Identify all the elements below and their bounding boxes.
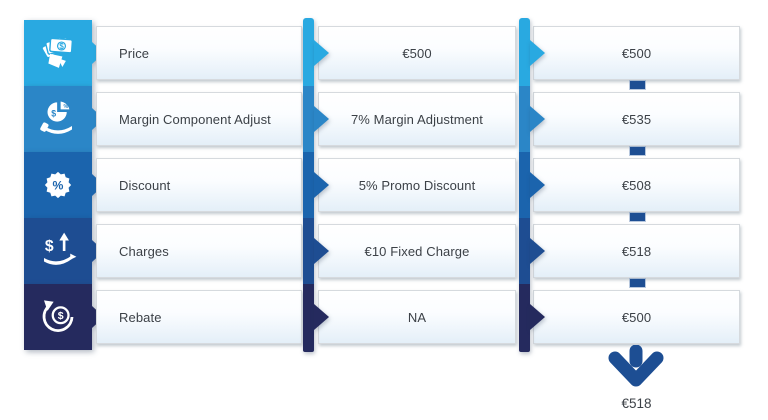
flow-bar-segment (519, 18, 530, 86)
row-label-strip: Charges (96, 224, 302, 278)
row-value-strip: €500 (533, 26, 740, 80)
flow-chevron-icon (530, 106, 545, 132)
flow-bar-segment (303, 18, 314, 86)
row-value: €500 (621, 309, 652, 325)
svg-text:%: % (53, 178, 64, 192)
row-label-strip: Price (96, 26, 302, 80)
pricing-row: $ Rebate NA €500 (0, 284, 768, 350)
flow-chevron-icon (530, 238, 545, 264)
row-icon-tile: $ (24, 20, 104, 86)
flow-chevron-icon (314, 40, 329, 66)
row-detail: €500 (402, 45, 432, 61)
row-detail-strip: NA (318, 290, 516, 344)
pricing-row: % Discount 5% Promo Discount €508 (0, 152, 768, 218)
row-value: €500 (621, 45, 652, 61)
flow-chevron-icon (530, 40, 545, 66)
row-detail-strip: 5% Promo Discount (318, 158, 516, 212)
row-detail-strip: 7% Margin Adjustment (318, 92, 516, 146)
row-icon-tile: % (24, 152, 104, 218)
flow-chevron-icon (314, 238, 329, 264)
flow-chevron-icon (314, 304, 329, 330)
row-icon-tile: $ (24, 218, 104, 284)
value-connector-dash (630, 279, 645, 287)
pricing-row: $ % Margin Component Adjust 7% Margin Ad… (0, 86, 768, 152)
row-label-strip: Discount (96, 158, 302, 212)
row-detail: €10 Fixed Charge (364, 243, 470, 259)
row-label-strip: Rebate (96, 290, 302, 344)
row-detail-strip: €500 (318, 26, 516, 80)
row-label: Price (119, 45, 150, 61)
row-detail-strip: €10 Fixed Charge (318, 224, 516, 278)
cash-fan-icon: $ (37, 32, 79, 74)
flow-bar-segment (303, 218, 314, 284)
margin-pie-hand-icon: $ % (37, 98, 79, 140)
row-detail: NA (407, 309, 427, 325)
row-detail: 5% Promo Discount (358, 177, 476, 193)
pricing-row: $ Charges €10 Fixed Charge €518 (0, 218, 768, 284)
row-label: Discount (119, 177, 171, 193)
flow-bar-segment (519, 86, 530, 152)
row-label: Charges (119, 243, 169, 259)
svg-text:$: $ (45, 238, 54, 255)
svg-text:$: $ (59, 42, 64, 51)
row-label: Margin Component Adjust (119, 111, 271, 127)
flow-bar-segment (303, 86, 314, 152)
row-value: €535 (621, 111, 652, 127)
pricing-row: $ Price €500 €500 (0, 20, 768, 86)
row-detail: 7% Margin Adjustment (350, 111, 484, 127)
row-icon-tile: $ % (24, 86, 104, 152)
flow-chevron-icon (530, 172, 545, 198)
row-value: €518 (621, 243, 652, 259)
flow-bar-segment (303, 152, 314, 218)
flow-bar-segment (303, 284, 314, 352)
row-value-strip: €508 (533, 158, 740, 212)
flow-bar-segment (519, 284, 530, 352)
row-icon-tile: $ (24, 284, 104, 350)
flow-bar-segment (519, 152, 530, 218)
row-label-strip: Margin Component Adjust (96, 92, 302, 146)
rebate-cycle-icon: $ (37, 296, 79, 338)
row-value-strip: €500 (533, 290, 740, 344)
row-value: €508 (621, 177, 652, 193)
row-label: Rebate (119, 309, 162, 325)
value-connector-dash (630, 213, 645, 221)
row-value-strip: €518 (533, 224, 740, 278)
svg-text:%: % (64, 104, 69, 110)
flow-bar-segment (519, 218, 530, 284)
svg-text:$: $ (58, 310, 64, 322)
flow-chevron-icon (314, 106, 329, 132)
flow-bar (303, 18, 314, 352)
value-connector-dash (630, 81, 645, 89)
value-connector-dash (630, 147, 645, 155)
charges-hand-icon: $ (37, 230, 79, 272)
discount-badge-icon: % (37, 164, 79, 206)
final-down-arrow-icon (608, 345, 664, 387)
final-value-label: €518 (621, 396, 652, 411)
row-value-strip: €535 (533, 92, 740, 146)
flow-chevron-icon (314, 172, 329, 198)
final-down-arrow-path (608, 345, 664, 387)
flow-chevron-icon (530, 304, 545, 330)
flow-bar (519, 18, 530, 352)
svg-text:$: $ (51, 108, 56, 118)
